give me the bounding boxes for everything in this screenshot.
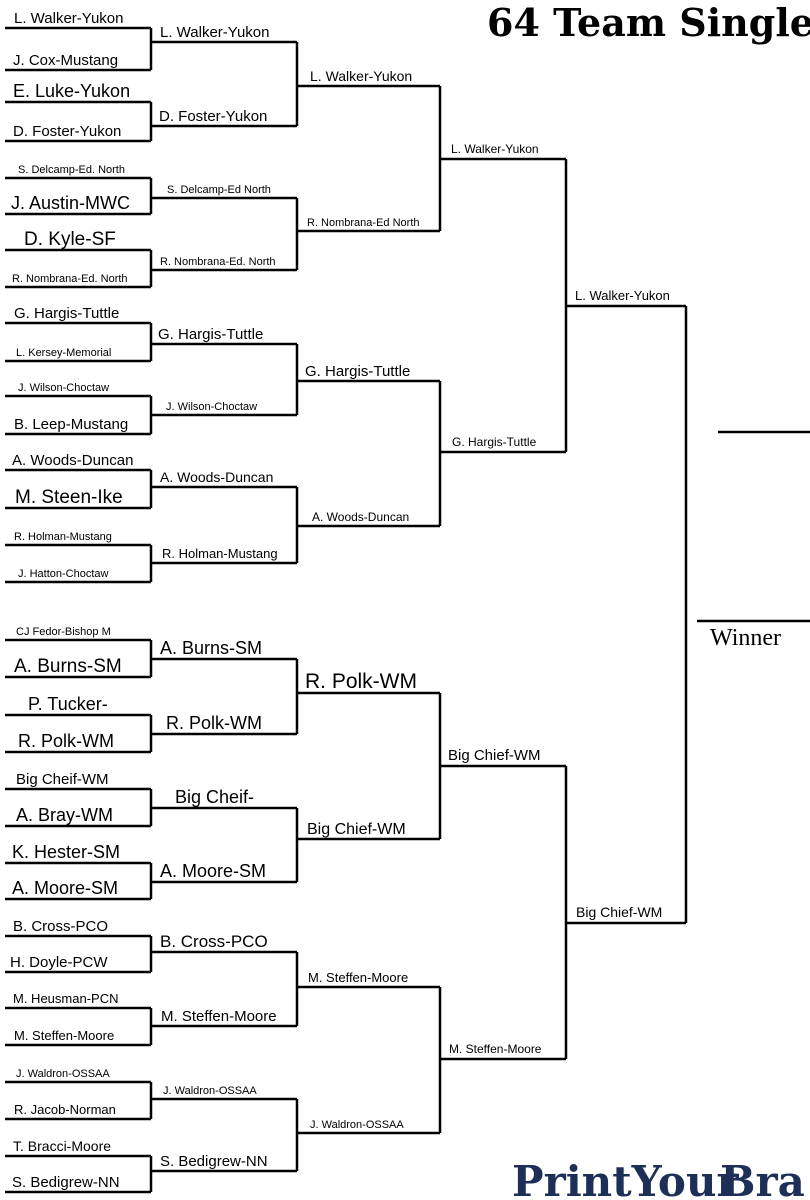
round3-entry: G. Hargis-Tuttle <box>305 363 410 380</box>
round2-entry: L. Walker-Yukon <box>160 24 270 41</box>
round1-entry: M. Steen-Ike <box>15 487 123 508</box>
round1-entry: A. Woods-Duncan <box>12 452 133 469</box>
round1-entry: H. Doyle-PCW <box>10 954 108 971</box>
round2-entry: B. Cross-PCO <box>160 932 268 951</box>
round1-entry: M. Heusman-PCN <box>13 991 118 1006</box>
round3-entry: J. Waldron-OSSAA <box>310 1119 404 1131</box>
round4-entry: G. Hargis-Tuttle <box>452 435 537 449</box>
round1-entry: J. Wilson-Choctaw <box>18 382 109 394</box>
round1-entry: L. Kersey-Memorial <box>16 347 111 359</box>
round2-entry: A. Moore-SM <box>160 861 266 881</box>
round2-entry: J. Waldron-OSSAA <box>163 1085 257 1097</box>
bracket-labels: L. Walker-Yukon J. Cox-Mustang E. Luke-Yuk… <box>10 10 670 1191</box>
round1-entry: R. Jacob-Norman <box>14 1102 116 1117</box>
round2-entry: A. Woods-Duncan <box>160 469 273 485</box>
round1-entry: A. Burns-SM <box>14 656 122 677</box>
round1-entry: D. Kyle-SF <box>24 229 116 250</box>
round1-entry: J. Hatton-Choctaw <box>18 568 109 580</box>
round2-entry: R. Holman-Mustang <box>162 546 278 561</box>
round1-entry: E. Luke-Yukon <box>13 81 130 101</box>
round1-entry: G. Hargis-Tuttle <box>14 305 119 322</box>
round3-entry: M. Steffen-Moore <box>308 970 408 985</box>
round2-entry: G. Hargis-Tuttle <box>158 326 263 343</box>
round2-entry: S. Delcamp-Ed North <box>167 184 271 196</box>
round1-entry: B. Cross-PCO <box>13 918 108 935</box>
round1-entry: K. Hester-SM <box>12 842 120 862</box>
round2-entry: R. Polk-WM <box>166 713 262 733</box>
round2-entry: Big Cheif- <box>175 787 254 807</box>
round2-entry: J. Wilson-Choctaw <box>166 401 257 413</box>
round2-entry: M. Steffen-Moore <box>161 1008 277 1025</box>
round1-entry: B. Leep-Mustang <box>14 416 128 433</box>
round3-entry: L. Walker-Yukon <box>310 68 412 84</box>
round3-entry: R. Nombrana-Ed North <box>307 217 420 229</box>
round1-entry: S. Bedigrew-NN <box>12 1174 120 1191</box>
round1-entry: T. Bracci-Moore <box>13 1138 111 1154</box>
round1-entry: R. Nombrana-Ed. North <box>12 273 128 285</box>
round1-entry: A. Moore-SM <box>12 878 118 898</box>
round3-entry: A. Woods-Duncan <box>312 510 409 524</box>
round1-entry: J. Austin-MWC <box>11 193 130 213</box>
round2-entry: A. Burns-SM <box>160 638 262 658</box>
round2-entry: S. Bedigrew-NN <box>160 1153 268 1170</box>
round1-entry: P. Tucker- <box>28 694 108 714</box>
logo: PrintYour Bra <box>512 1157 805 1200</box>
page-title: 64 Team Single E <box>487 0 810 45</box>
round3-entry: R. Polk-WM <box>305 670 417 693</box>
round5-entry: L. Walker-Yukon <box>575 288 670 303</box>
round4-entry: Big Chief-WM <box>448 747 541 764</box>
bracket-lines <box>5 26 688 1194</box>
round1-entry: L. Walker-Yukon <box>14 10 124 27</box>
round1-entry: A. Bray-WM <box>16 805 113 825</box>
round1-entry: R. Holman-Mustang <box>14 531 112 543</box>
round1-entry: R. Polk-WM <box>18 731 114 751</box>
round5-entry: Big Chief-WM <box>576 904 662 920</box>
round1-entry: J. Cox-Mustang <box>13 52 118 69</box>
round3-entry: Big Chief-WM <box>307 821 406 838</box>
round1-entry: D. Foster-Yukon <box>13 123 121 140</box>
round2-entry: R. Nombrana-Ed. North <box>160 256 276 268</box>
round1-entry: M. Steffen-Moore <box>14 1028 114 1043</box>
round1-entry: CJ Fedor-Bishop M <box>16 626 111 638</box>
logo-text-suffix: Bra <box>720 1157 805 1200</box>
logo-text: PrintYour <box>512 1157 739 1200</box>
round1-entry: S. Delcamp-Ed. North <box>18 164 125 176</box>
round1-entry: J. Waldron-OSSAA <box>16 1068 110 1080</box>
round4-entry: M. Steffen-Moore <box>449 1042 542 1056</box>
round4-entry: L. Walker-Yukon <box>451 142 539 156</box>
round1-entry: Big Cheif-WM <box>16 771 109 788</box>
round2-entry: D. Foster-Yukon <box>159 108 267 125</box>
winner-label: Winner <box>710 625 781 651</box>
